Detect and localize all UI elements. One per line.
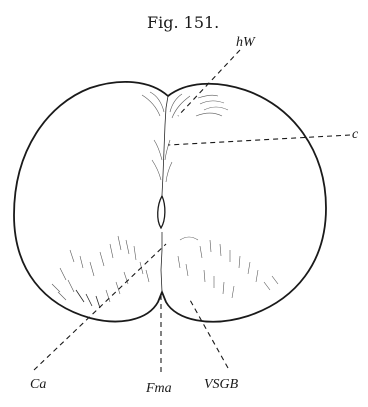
label-Fma: Fma <box>145 381 172 396</box>
label-Ca: Ca <box>30 377 46 392</box>
label-hW: hW <box>236 35 256 50</box>
figure-caption: Fig. 151. <box>147 13 219 32</box>
label-VSGB: VSGB <box>204 377 239 392</box>
label-c: c <box>352 127 359 142</box>
cord-outline <box>14 82 326 322</box>
